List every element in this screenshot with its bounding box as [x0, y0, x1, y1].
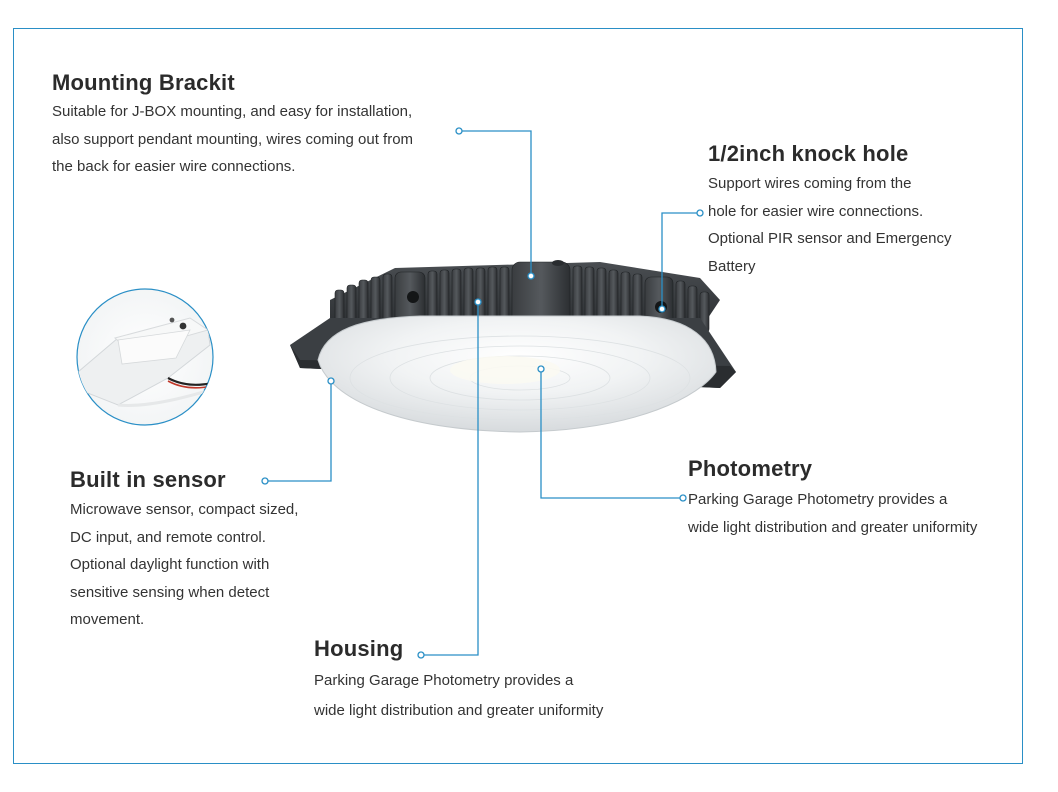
- photometry-line: Parking Garage Photometry provides a: [688, 491, 948, 508]
- photometry-line: wide light distribution and greater unif…: [688, 518, 978, 536]
- mounting-line: Suitable for J-BOX mounting, and easy fo…: [52, 103, 413, 120]
- knock-hole-line: hole for easier wire connections.: [708, 202, 924, 220]
- sensor-line: Microwave sensor, compact sized,: [70, 501, 299, 518]
- mounting-line: the back for easier wire connections.: [52, 158, 296, 175]
- knock-hole-title: 1/2inch knock hole: [708, 141, 909, 166]
- knock-hole-description: Support wires coming from the hole for e…: [708, 170, 951, 280]
- housing-title: Housing: [314, 636, 404, 661]
- leader-lines: [268, 130, 697, 656]
- sensor-line: DC input, and remote control.: [70, 528, 266, 546]
- lamp-housing: [290, 260, 736, 433]
- knock-hole-line: Battery: [708, 257, 756, 275]
- leader-endpoints: [261, 127, 704, 659]
- sensor-title: Built in sensor: [70, 467, 226, 492]
- photometry-description: Parking Garage Photometry provides a wid…: [688, 486, 977, 541]
- housing-line: Parking Garage Photometry provides a: [314, 672, 574, 689]
- knock-hole-line: Optional PIR sensor and Emergency: [708, 230, 952, 247]
- mounting-line: also support pendant mounting, wires com…: [52, 130, 414, 148]
- sensor-inset: [76, 288, 214, 426]
- photometry-title: Photometry: [688, 456, 813, 481]
- content-frame: [13, 28, 1023, 764]
- knock-hole-line: Support wires coming from the: [708, 175, 912, 192]
- mounting-description: Suitable for J-BOX mounting, and easy fo…: [52, 98, 413, 181]
- housing-line: wide light distribution and greater unif…: [314, 702, 604, 719]
- housing-description: Parking Garage Photometry provides a wid…: [314, 666, 603, 726]
- sensor-line: sensitive sensing when detect: [70, 583, 270, 601]
- sensor-description: Microwave sensor, compact sized, DC inpu…: [70, 496, 298, 634]
- mounting-title: Mounting Brackit: [52, 70, 235, 95]
- sensor-line: Optional daylight function with: [70, 556, 270, 573]
- sensor-line: movement.: [70, 611, 145, 628]
